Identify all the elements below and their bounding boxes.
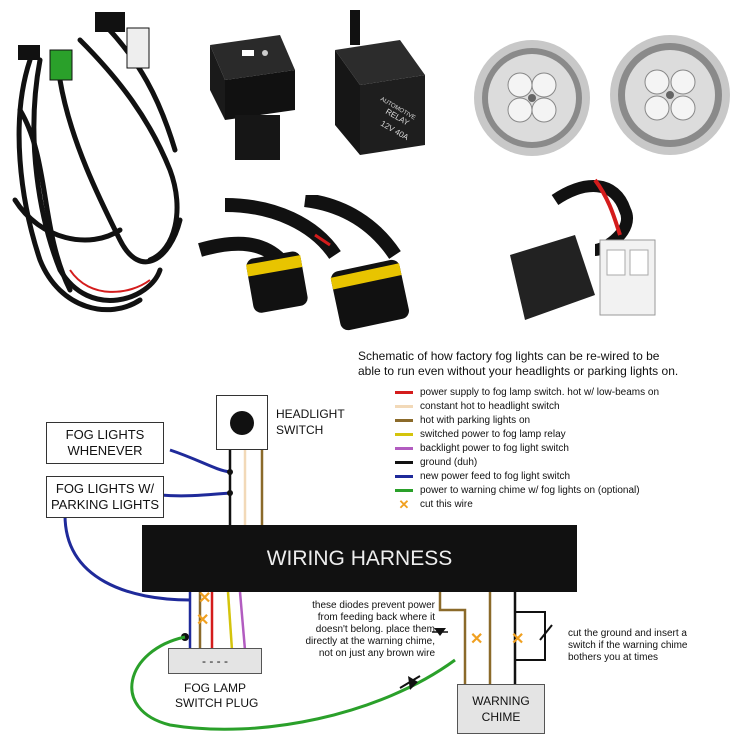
svg-text:✕: ✕ xyxy=(470,631,483,648)
legend-item: ground (duh) xyxy=(395,456,477,469)
svg-text:✕: ✕ xyxy=(511,631,524,648)
legend-label: hot with parking lights on xyxy=(420,415,531,426)
diode-note: these diodes prevent power from feeding … xyxy=(285,600,435,660)
ground-note-line: cut the ground and insert a xyxy=(568,628,687,639)
legend-label: new power feed to fog light switch xyxy=(420,471,571,482)
fog-lights-whenever-line2: WHENEVER xyxy=(67,443,143,458)
legend-item: hot with parking lights on xyxy=(395,414,530,427)
plug-pins: - - - - xyxy=(202,654,228,668)
legend-swatch xyxy=(395,461,413,464)
legend-label: ground (duh) xyxy=(420,457,478,468)
legend-label: backlight power to fog light switch xyxy=(420,443,569,454)
legend-swatch xyxy=(395,447,413,450)
plug-label-line1: FOG LAMP xyxy=(184,681,247,695)
relay-photo: AUTOMOTIVE RELAY 12V 40A xyxy=(335,10,425,155)
fog-lights-parking-box: FOG LIGHTS W/ PARKING LIGHTS xyxy=(46,476,164,518)
legend-label: constant hot to headlight switch xyxy=(420,401,560,412)
fog-lamp-switch-plug: - - - - xyxy=(168,648,262,674)
ground-note-line: switch if the warning chime xyxy=(568,640,688,651)
legend-swatch xyxy=(395,433,413,436)
fog-lights-whenever-line1: FOG LIGHTS xyxy=(65,427,145,442)
ground-note-line: bothers you at times xyxy=(568,652,659,663)
headlight-switch-box xyxy=(216,395,268,450)
fog-lamp-left-photo xyxy=(474,40,590,156)
diode-note-line: directly at the warning chime, xyxy=(305,636,435,647)
legend-label: switched power to fog lamp relay xyxy=(420,429,566,440)
diode-note-line: not on just any brown wire xyxy=(318,648,435,659)
fog-lights-whenever-box: FOG LIGHTS WHENEVER xyxy=(46,422,164,464)
diode-note-line: these diodes prevent power xyxy=(312,600,435,611)
wiring-harness-label: WIRING HARNESS xyxy=(266,546,453,570)
legend-item: backlight power to fog light switch xyxy=(395,442,569,455)
legend-item: constant hot to headlight switch xyxy=(395,400,560,413)
fog-lamp-right-photo xyxy=(610,35,730,155)
legend-item: switched power to fog lamp relay xyxy=(395,428,566,441)
cut-mark-icon: ✕ xyxy=(398,496,410,512)
legend-swatch xyxy=(395,391,413,394)
legend-label: power to warning chime w/ fog lights on … xyxy=(420,485,640,496)
legend-label: power supply to fog lamp switch. hot w/ … xyxy=(420,387,659,398)
fog-lights-parking-line1: FOG LIGHTS W/ xyxy=(55,481,155,496)
warning-chime-box: WARNING CHIME xyxy=(457,684,545,734)
legend-swatch xyxy=(395,405,413,408)
legend-swatch xyxy=(395,489,413,492)
headlight-switch-label-line2: SWITCH xyxy=(276,423,324,437)
legend-item: new power feed to fog light switch xyxy=(395,470,570,483)
headlight-switch-label-line1: HEADLIGHT xyxy=(276,407,345,421)
legend-swatch xyxy=(395,475,413,478)
warning-chime-line2: CHIME xyxy=(481,710,521,724)
schematic-description-line2: able to run even without your headlights… xyxy=(358,364,679,378)
diode-note-line: from feeding back where it xyxy=(317,612,435,623)
ground-note: cut the ground and insert a switch if th… xyxy=(568,628,688,664)
h11-connectors-photo xyxy=(198,195,409,331)
fog-lights-parking-line2: PARKING LIGHTS xyxy=(50,497,160,512)
svg-text:✕: ✕ xyxy=(198,590,211,607)
diode-note-line: doesn't belong. place them xyxy=(315,624,435,635)
legend-swatch xyxy=(395,419,413,422)
schematic-description-line1: Schematic of how factory fog lights can … xyxy=(358,349,660,363)
warning-chime-line1: WARNING xyxy=(472,694,530,708)
switch-connector-photo xyxy=(510,178,656,320)
headlight-switch-knob-icon xyxy=(230,410,254,435)
wiring-harness-photo xyxy=(12,12,183,313)
plug-label-line2: SWITCH PLUG xyxy=(175,696,259,710)
legend-label: cut this wire xyxy=(420,499,473,510)
legend-item: power to warning chime w/ fog lights on … xyxy=(395,484,640,497)
fog-light-switch-photo xyxy=(210,35,295,160)
wiring-harness-box: WIRING HARNESS xyxy=(142,525,577,592)
svg-text:✕: ✕ xyxy=(196,612,209,629)
legend-item: ✕ cut this wire xyxy=(395,498,473,511)
legend-item: power supply to fog lamp switch. hot w/ … xyxy=(395,386,659,399)
